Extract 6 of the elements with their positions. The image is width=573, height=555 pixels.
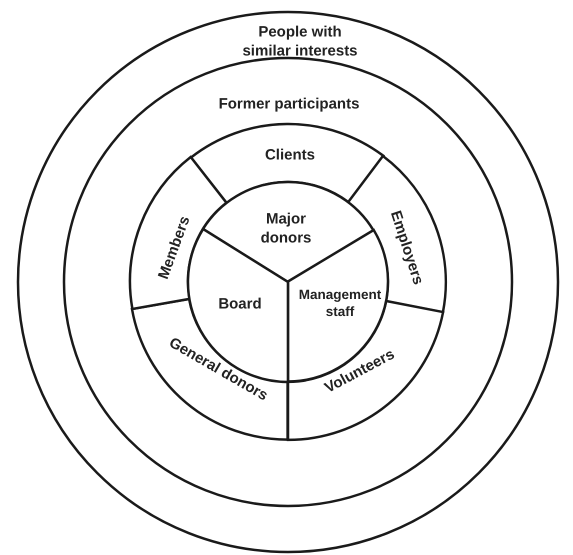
segment-label: Major donors xyxy=(260,210,312,248)
segment-label: People with similar interests xyxy=(241,23,359,61)
segment-label: Clients xyxy=(264,146,315,166)
segment-label: Management staff xyxy=(298,287,382,321)
segment-label: Board xyxy=(218,296,262,314)
segment-label: Former participants xyxy=(218,96,360,114)
